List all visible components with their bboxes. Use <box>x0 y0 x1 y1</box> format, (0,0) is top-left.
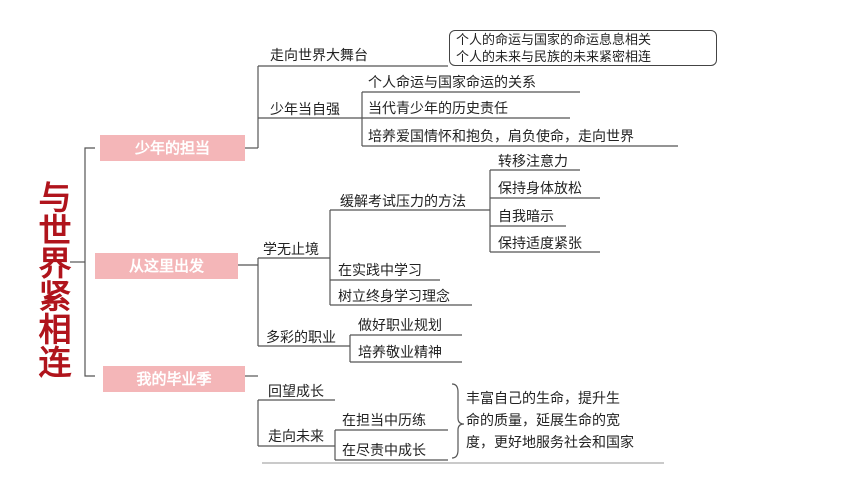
leaf-self-suggestion: 自我暗示 <box>498 209 554 225</box>
node-relieve-pressure: 缓解考试压力的方法 <box>340 194 466 210</box>
note-line-2: 个人的未来与民族的未来紧密相连 <box>456 50 652 65</box>
node-lifelong-learning: 树立终身学习理念 <box>338 289 450 305</box>
conclusion-text: 丰富自己的生命，提升生 命的质量，延展生命的宽 度，更好地服务社会和国家 <box>466 391 634 451</box>
leaf-relax-body: 保持身体放松 <box>498 181 582 197</box>
note-line-1: 个人的命运与国家的命运息息相关 <box>456 33 652 48</box>
leaf-moderate-tension: 保持适度紧张 <box>498 236 582 252</box>
leaf-patriotism: 培养爱国情怀和抱负，肩负使命，走向世界 <box>368 129 634 145</box>
node-world-stage: 走向世界大舞台 <box>270 48 368 64</box>
node-be-strong: 少年当自强 <box>270 102 340 118</box>
node-learn-in-practice: 在实践中学习 <box>338 263 422 279</box>
node-toward-future: 走向未来 <box>268 429 324 445</box>
leaf-dedication: 培养敬业精神 <box>358 345 442 361</box>
node-endless-learning: 学无止境 <box>263 242 319 258</box>
note-box: 个人的命运与国家的命运息息相关 个人的未来与民族的未来紧密相连 <box>449 30 717 66</box>
mindmap-title: 与世界紧相连 <box>33 180 72 378</box>
leaf-historical-duty: 当代青少年的历史责任 <box>368 101 508 117</box>
leaf-career-plan: 做好职业规划 <box>358 318 442 334</box>
node-careers: 多彩的职业 <box>266 330 336 346</box>
node-look-back: 回望成长 <box>268 384 324 400</box>
section-youth-responsibility: 少年的担当 <box>100 135 245 161</box>
leaf-fate-relation: 个人命运与国家命运的关系 <box>368 75 536 91</box>
section-graduation: 我的毕业季 <box>103 366 245 392</box>
section-start-here: 从这里出发 <box>95 253 238 279</box>
leaf-shift-attention: 转移注意力 <box>498 154 568 170</box>
leaf-temper-in-duty: 在担当中历练 <box>342 413 426 429</box>
leaf-grow-in-responsibility: 在尽责中成长 <box>342 443 426 459</box>
